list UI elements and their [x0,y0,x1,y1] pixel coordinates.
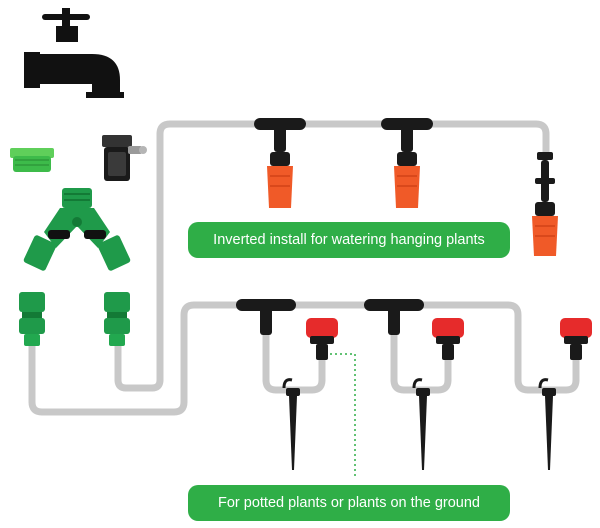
stake-icon [538,378,556,470]
tube-lower-end [416,301,550,394]
ground-plants-label: For potted plants or plants on the groun… [188,485,510,521]
red-dripper-icon [432,318,464,360]
stake-icon [412,378,430,470]
hose-adapter-icon [10,148,54,172]
tee-connector-icon [364,299,424,335]
orange-dripper-icon [394,152,420,208]
tee-connector-icon [381,118,433,152]
tee-connector-icon [236,299,296,335]
stake-icon [282,378,300,470]
hanging-plants-label: Inverted install for watering hanging pl… [188,222,510,258]
tube-upper-run [114,120,262,392]
red-dripper-icon [306,318,338,360]
quick-connector-icon [104,292,130,346]
tube-loop-3 [542,356,580,394]
faucet-connector-icon [102,135,147,181]
dotted-guide-line [330,353,356,478]
tee-connector-icon [254,118,306,152]
tube-upper-end [428,120,550,159]
red-dripper-icon [560,318,592,360]
y-splitter-icon [23,188,131,271]
faucet-icon [24,8,124,98]
orange-dripper-icon [267,152,293,208]
quick-connector-icon [19,292,45,346]
tube-lower-run [28,301,244,416]
straight-connector-icon [535,152,555,202]
orange-dripper-icon [532,202,558,256]
tubing [28,120,580,416]
